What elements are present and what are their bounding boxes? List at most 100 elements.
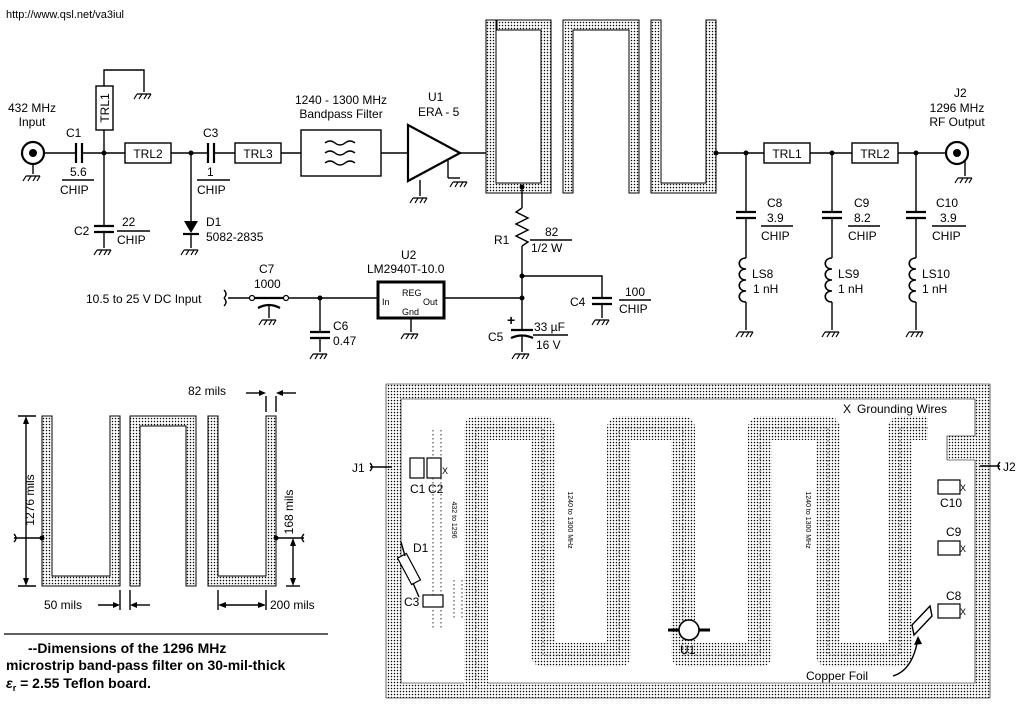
c4-id: C4	[570, 295, 586, 309]
u1-id: U1	[428, 90, 444, 104]
r1-id: R1	[494, 233, 510, 247]
pcb-c2-label: C2	[428, 482, 444, 496]
c9-value: 8.2	[854, 211, 871, 225]
trl2-output-label: TRL2	[860, 147, 890, 161]
j2-id: J2	[954, 86, 967, 100]
c10-value: 3.9	[940, 211, 957, 225]
u2-part: LM2940T-10.0	[367, 262, 445, 276]
c9-ls9-branch: C9 8.2 CHIP LS9 1 nH	[821, 153, 880, 338]
epsilon-symbol: ε	[6, 675, 13, 691]
pcb-c10-label: C10	[940, 496, 962, 510]
pcb-c8-label: C8	[946, 589, 962, 603]
pcb-c8-chip	[937, 603, 961, 619]
svg-text:X: X	[960, 483, 966, 493]
pcb-rot-label-1: 432 to 1296	[450, 502, 457, 539]
j1-label-sub: Input	[19, 115, 46, 129]
c8-value: 3.9	[767, 211, 784, 225]
grounding-wires-label: Grounding Wires	[857, 402, 947, 416]
j2-sub: RF Output	[929, 115, 985, 129]
c8-id: C8	[767, 196, 783, 210]
c7-value: 1000	[254, 277, 281, 291]
trl1-output-label: TRL1	[772, 147, 802, 161]
c8-type: CHIP	[761, 229, 790, 243]
pcb-rot-label-2: 1240 to 1300 MHz	[566, 491, 573, 549]
c4-capacitor: C4 100 CHIP	[570, 285, 651, 326]
caption-line3: εr = 2.55 Teflon board.	[6, 675, 151, 693]
c5-value: 33 µF	[534, 320, 565, 334]
c9-id: C9	[854, 196, 870, 210]
trl3-label: TRL3	[243, 147, 273, 161]
dim-tap: 168 mils	[282, 490, 296, 535]
dim-length: 1276 mils	[23, 474, 37, 525]
dc-input-label: 10.5 to 25 V DC Input	[86, 292, 202, 306]
trl2-label: TRL2	[133, 147, 163, 161]
source-url: http://www.qsl.net/va3iul	[6, 9, 124, 21]
j1-label-title: 432 MHz	[8, 101, 56, 115]
u2-gnd: Gnd	[402, 307, 419, 317]
pcb-d1-diode	[396, 552, 422, 586]
u1-amplifier: U1 ERA - 5	[406, 90, 468, 204]
c3-capacitor: C3 1 CHIP	[197, 126, 230, 197]
copper-foil-label: Copper Foil	[806, 669, 868, 683]
pcb-layout: X Grounding Wires J1 X C1 C2 432 to 1296…	[352, 383, 1016, 699]
d1-part: 5082-2835	[206, 230, 264, 244]
microstrip-filter-schematic	[485, 19, 717, 194]
trl1-vertical-label: TRL1	[98, 93, 112, 123]
filter-line1: 1240 - 1300 MHz	[295, 93, 387, 107]
u2-reg: REG	[402, 288, 422, 298]
filter-line2: Bandpass Filter	[299, 107, 382, 121]
c2-type: CHIP	[117, 233, 146, 247]
c9-type: CHIP	[848, 229, 877, 243]
c4-value: 100	[625, 285, 645, 299]
c7-feedthrough-capacitor: C7 1000	[254, 262, 284, 326]
c5-capacitor: + C5 33 µF 16 V	[488, 312, 568, 360]
ls9-id: LS9	[838, 267, 860, 281]
copper-foil	[911, 604, 933, 637]
pcb-u1-label: U1	[680, 643, 696, 657]
r1-power: 1/2 W	[531, 241, 563, 255]
pcb-j1-label: J1	[352, 461, 365, 475]
pcb-c3-label: C3	[404, 595, 420, 609]
c3-id: C3	[203, 126, 219, 140]
pcb-c2-chip	[426, 457, 442, 479]
filter-dimension-drawing: 82 mils 1276 mils 168 mils 50 mils	[4, 384, 328, 693]
d1-diode: D1 5082-2835	[180, 153, 264, 256]
c10-ls10-branch: C10 3.9 CHIP LS10 1 nH	[905, 153, 966, 338]
c1-type: CHIP	[60, 183, 89, 197]
c4-type: CHIP	[619, 302, 648, 316]
ls9-value: 1 nH	[838, 282, 863, 296]
u1-part: ERA - 5	[418, 105, 460, 119]
c5-voltage: 16 V	[536, 338, 561, 352]
c1-id: C1	[66, 126, 82, 140]
pcb-j2-label: J2	[1003, 460, 1016, 474]
u2-out: Out	[423, 297, 438, 307]
pcb-c3-chip	[422, 594, 444, 608]
c10-id: C10	[936, 196, 958, 210]
c1-value: 5.6	[70, 165, 87, 179]
svg-text:X: X	[960, 607, 966, 617]
c6-capacitor: C6 0.47	[309, 298, 357, 360]
ls10-id: LS10	[922, 267, 950, 281]
u2-regulator: U2 LM2940T-10.0 REG In Out Gnd	[367, 248, 446, 340]
c8-ls8-branch: C8 3.9 CHIP LS8 1 nH	[735, 153, 793, 338]
epsilon-subscript: r	[13, 683, 17, 693]
c3-type: CHIP	[197, 183, 226, 197]
c7-id: C7	[259, 262, 275, 276]
r1-value: 82	[545, 225, 559, 239]
dim-width: 50 mils	[44, 598, 82, 612]
j1-connector: 432 MHz Input	[8, 101, 56, 182]
pcb-c10-chip	[937, 479, 961, 495]
ls10-value: 1 nH	[922, 282, 947, 296]
c2-capacitor: C2 22 CHIP	[74, 153, 150, 256]
caption-line2: microstrip band-pass filter on 30-mil-th…	[6, 657, 285, 673]
c2-value: 22	[122, 215, 136, 229]
ls8-id: LS8	[752, 267, 774, 281]
svg-text:X: X	[960, 544, 966, 554]
d1-id: D1	[206, 215, 222, 229]
j2-connector: J2 1296 MHz RF Output	[929, 86, 985, 184]
c3-value: 1	[207, 165, 214, 179]
c5-id: C5	[488, 330, 504, 344]
bandpass-filter: 1240 - 1300 MHz Bandpass Filter	[295, 93, 387, 177]
u2-id: U2	[401, 248, 417, 262]
pcb-c9-label: C9	[946, 525, 962, 539]
